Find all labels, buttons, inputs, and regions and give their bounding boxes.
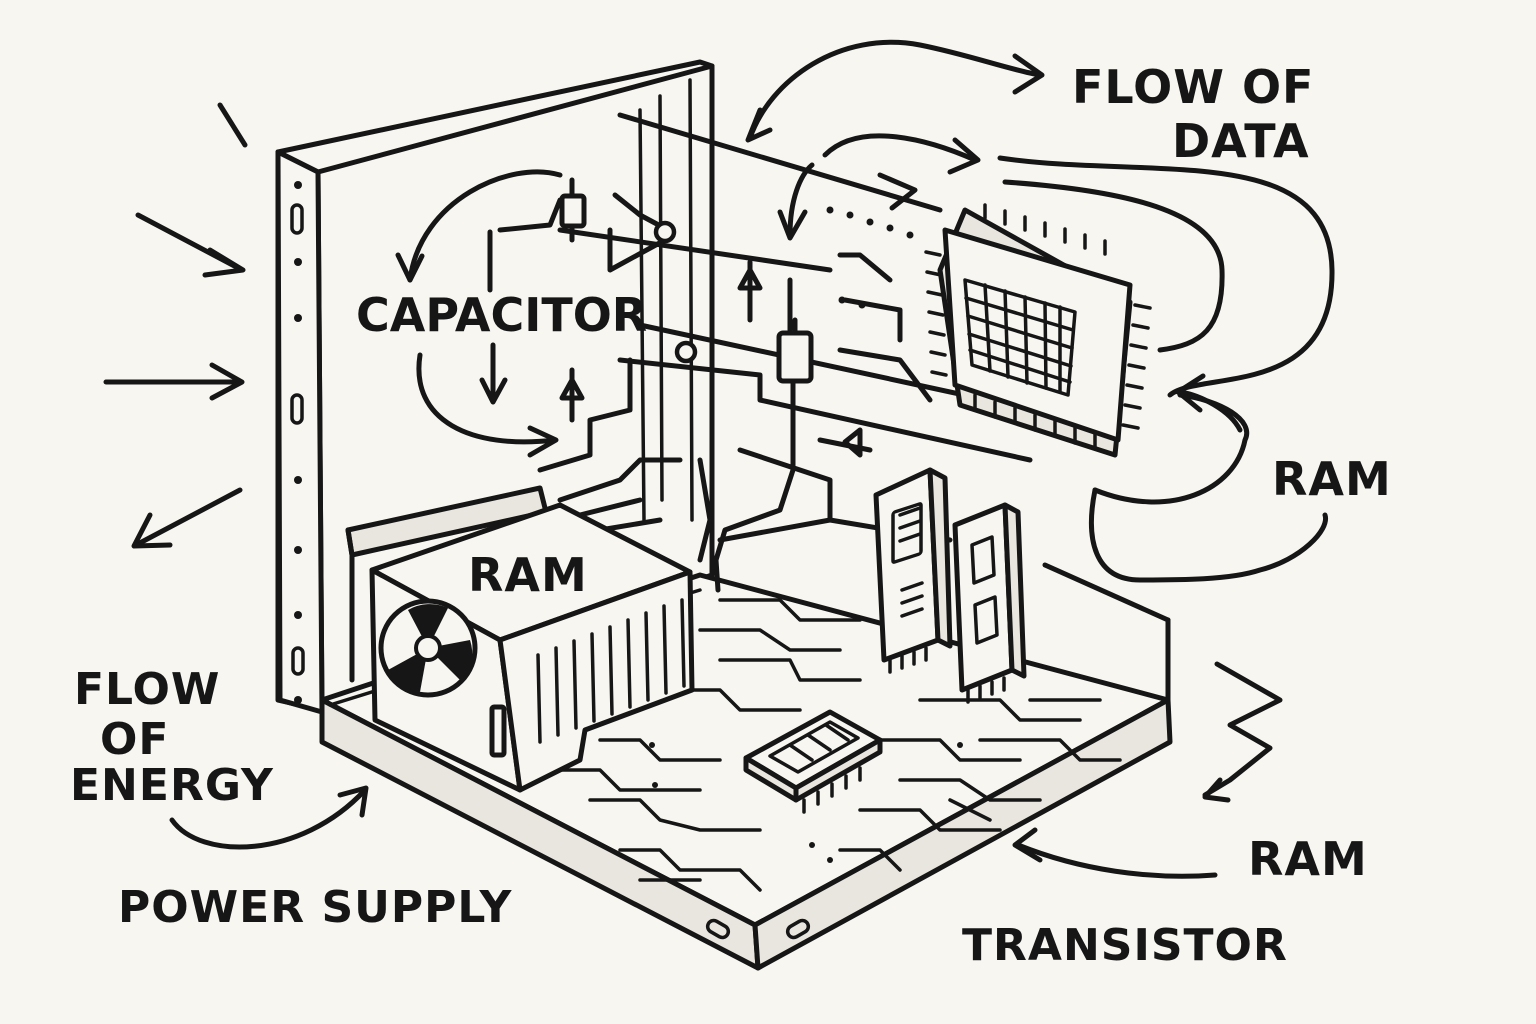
flow-of-energy-label-line3: ENERGY	[70, 760, 274, 811]
capacitor-component-upper	[559, 177, 587, 243]
diode-right	[817, 427, 873, 458]
ram-right-upper-label: RAM	[1272, 452, 1392, 506]
diode-upper	[737, 259, 763, 323]
ram-right-lower-label: RAM	[1248, 832, 1368, 886]
dotted-connections	[826, 206, 914, 309]
junction-node-upper	[653, 220, 677, 244]
ram-stick-front	[873, 467, 953, 674]
case-front-rail	[275, 149, 325, 715]
flow-of-data-label-line2: DATA	[1172, 114, 1310, 168]
flow-of-energy-label-line1: FLOW	[74, 664, 221, 715]
cpu-chip	[924, 203, 1152, 458]
transistor-chip	[743, 709, 883, 814]
left-side-arrows	[103, 102, 248, 549]
flow-of-data-arrows	[745, 39, 1045, 241]
transistor-arrow	[1012, 827, 1218, 879]
flow-of-data-label-line1: FLOW OF	[1072, 60, 1315, 114]
capacitor-label: CAPACITOR	[356, 288, 648, 342]
ram-upper-arrow	[1175, 373, 1243, 433]
right-looping-cables	[997, 155, 1335, 798]
tick-mark-arrow	[217, 102, 248, 148]
ram-lower-arrow	[1202, 777, 1231, 803]
capacitor-component-middle	[776, 317, 814, 384]
psu-ram-label: RAM	[468, 548, 588, 602]
flow-of-energy-label-line2: OF	[100, 714, 170, 765]
flow-of-energy-arrow	[169, 785, 369, 850]
junction-node-lower	[674, 340, 698, 364]
diode-lower-left	[559, 367, 585, 423]
transistor-label: TRANSISTOR	[962, 920, 1288, 971]
power-supply-unit	[345, 485, 695, 793]
power-supply-label: POWER SUPPLY	[118, 882, 513, 933]
ram-stick-back	[952, 502, 1027, 704]
capacitor-arrows	[395, 169, 563, 458]
